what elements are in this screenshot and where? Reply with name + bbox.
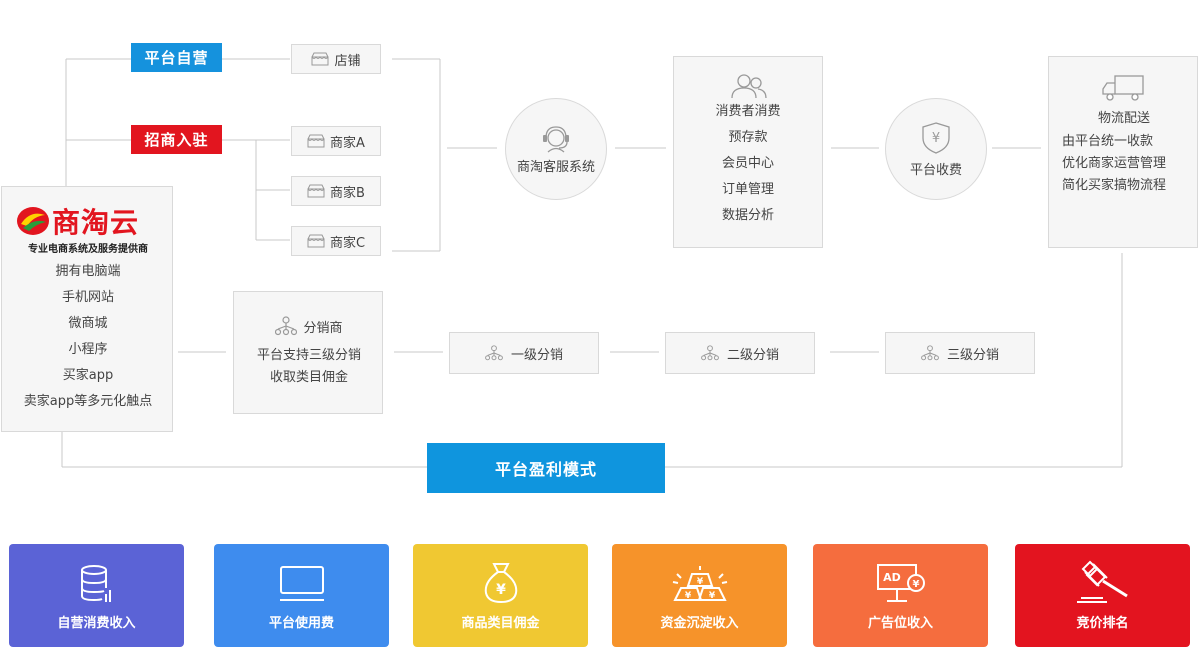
profit-model-banner: 平台盈利模式 [427, 443, 665, 493]
merchant-b-box: 商家B [291, 176, 381, 206]
fee-label: 平台收费 [909, 162, 962, 178]
fee-circle: ¥ 平台收费 [885, 98, 987, 200]
store-icon [311, 52, 329, 66]
merchant-c-label: 商家C [329, 235, 366, 251]
revenue-card-ads: AD ¥ 广告位收入 [813, 544, 988, 647]
distributor-title: 分销商 [303, 320, 343, 336]
merchant-join-label: 招商入驻 [144, 131, 209, 149]
revenue-card-bidding: 竞价排名 [1015, 544, 1190, 647]
revenue-card-commission: ¥ 商品类目佣金 [413, 544, 588, 647]
card-label: 平台使用费 [268, 616, 334, 631]
consumer-box: 消费者消费 预存款 会员中心 订单管理 数据分析 [673, 56, 823, 248]
brand-item: 买家app [62, 368, 114, 383]
brand-box: 商淘云 专业电商系统及服务提供商 拥有电脑端 手机网站 微商城 小程序 买家ap… [1, 186, 173, 432]
logistics-item: 优化商家运营管理 [1062, 156, 1167, 171]
consumer-item: 订单管理 [721, 182, 774, 197]
store-icon [307, 184, 325, 198]
gavel-icon [1076, 560, 1128, 603]
level-1-box: 一级分销 [449, 332, 599, 374]
svg-text:¥: ¥ [684, 591, 691, 601]
revenue-card-usage-fee: 平台使用费 [214, 544, 389, 647]
logistics-item: 简化买家搞物流程 [1062, 178, 1167, 193]
self-run-label: 平台自营 [144, 49, 209, 67]
svg-text:¥: ¥ [696, 577, 703, 587]
consumer-item: 消费者消费 [715, 104, 781, 119]
level-1-label: 一级分销 [510, 347, 563, 363]
network-icon [921, 345, 939, 361]
card-label: 竞价排名 [1076, 616, 1129, 631]
distributor-line2: 收取类目佣金 [269, 370, 348, 385]
brand-item: 拥有电脑端 [55, 264, 121, 279]
consumer-item: 预存款 [728, 130, 768, 145]
merchant-c-box: 商家C [291, 226, 381, 256]
card-label: 商品类目佣金 [461, 616, 540, 631]
svg-text:¥: ¥ [912, 579, 919, 590]
yen-shield-icon: ¥ [922, 121, 950, 154]
brand-slogan: 专业电商系统及服务提供商 [28, 244, 148, 255]
service-circle: 商淘客服系统 [505, 98, 607, 200]
brand-item: 微商城 [68, 316, 108, 331]
merchant-a-label: 商家A [330, 135, 365, 151]
store-box: 店铺 [291, 44, 381, 74]
headset-icon [543, 125, 569, 153]
level-2-box: 二级分销 [665, 332, 815, 374]
merchant-join-tag: 招商入驻 [131, 125, 222, 154]
svg-text:¥: ¥ [496, 582, 506, 598]
merchant-b-label: 商家B [330, 185, 365, 201]
logistics-item: 由平台统一收款 [1062, 134, 1154, 149]
distributor-line1: 平台支持三级分销 [256, 348, 361, 363]
money-bag-icon: ¥ [484, 563, 517, 604]
logistics-title: 物流配送 [1097, 111, 1150, 126]
revenue-card-self-run: 自营消费收入 [9, 544, 184, 647]
truck-icon [1102, 75, 1144, 101]
svg-text:¥: ¥ [932, 131, 940, 146]
store-icon [307, 134, 325, 148]
self-run-tag: 平台自营 [131, 43, 222, 72]
brand-item: 小程序 [68, 342, 108, 357]
logistics-items: 由平台统一收款 优化商家运营管理 简化买家搞物流程 [1062, 131, 1166, 197]
consumer-item: 数据分析 [721, 208, 774, 223]
revenue-card-fund-deposit: ¥ ¥ ¥ 资金沉淀收入 [612, 544, 787, 647]
network-icon [701, 345, 719, 361]
service-label: 商淘客服系统 [516, 159, 595, 175]
network-icon [275, 316, 298, 336]
brand-item: 手机网站 [61, 290, 114, 305]
banner-label: 平台盈利模式 [494, 460, 597, 479]
consumer-item: 会员中心 [721, 156, 774, 171]
merchant-a-box: 商家A [291, 126, 381, 156]
gold-bars-icon: ¥ ¥ ¥ [672, 566, 727, 601]
store-icon [307, 234, 325, 248]
logo-text: 商淘云 [52, 206, 140, 239]
level-3-label: 三级分销 [946, 347, 999, 363]
brand-item: 卖家app等多元化触点 [23, 394, 153, 409]
brand-logo: 商淘云 [16, 201, 139, 241]
svg-text:AD: AD [883, 571, 901, 584]
card-label: 广告位收入 [867, 616, 933, 631]
distributor-box: 分销商 平台支持三级分销 收取类目佣金 [233, 291, 383, 414]
logo-mark-icon [17, 207, 49, 235]
logistics-box: 物流配送 由平台统一收款 优化商家运营管理 简化买家搞物流程 [1048, 56, 1198, 248]
level-2-label: 二级分销 [726, 347, 779, 363]
network-icon [485, 345, 503, 361]
svg-text:¥: ¥ [708, 591, 715, 601]
store-label: 店铺 [334, 53, 361, 69]
card-label: 自营消费收入 [57, 616, 136, 631]
level-3-box: 三级分销 [885, 332, 1035, 374]
brand-items: 拥有电脑端 手机网站 微商城 小程序 买家app 卖家app等多元化触点 [2, 259, 174, 415]
card-label: 资金沉淀收入 [660, 616, 739, 631]
monitor-icon [279, 566, 324, 601]
users-icon [731, 74, 767, 99]
database-icon [80, 565, 111, 602]
ad-board-icon: AD ¥ [876, 564, 925, 602]
